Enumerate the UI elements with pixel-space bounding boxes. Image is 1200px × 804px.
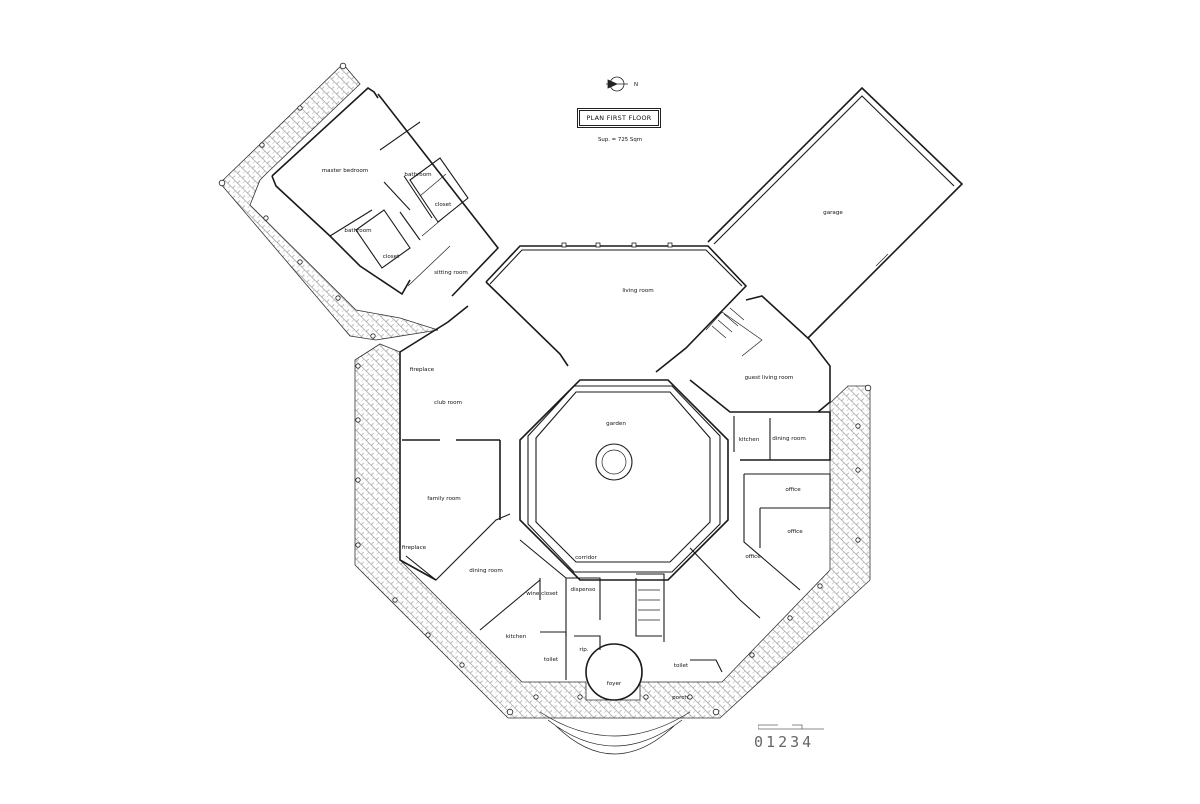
label-bathroom-lower: bathroom <box>344 228 371 234</box>
room-labels: master bedroom bathroom closet bathroom … <box>322 168 844 701</box>
label-garden: garden <box>606 421 626 427</box>
scale-2: 2 <box>778 733 791 751</box>
master-wing-walls <box>271 86 500 297</box>
label-closet-upper: closet <box>435 202 452 208</box>
north-label: N <box>634 82 639 88</box>
label-office-1: office <box>785 487 801 493</box>
label-sitting-room: sitting room <box>434 270 468 276</box>
label-dining-room-guest: dining room <box>772 436 806 442</box>
terrace-posts <box>218 62 872 716</box>
living-room-walls <box>485 242 748 373</box>
scale-bar-icon <box>758 724 824 730</box>
scale-4: 4 <box>802 733 815 751</box>
west-rooms-walls <box>399 305 511 581</box>
scale-0: 0 <box>754 733 767 751</box>
label-fireplace-club: fireplace <box>410 367 435 373</box>
guest-wing-walls <box>689 295 831 591</box>
label-kitchen: kitchen <box>506 634 527 640</box>
terrace-west-south <box>354 343 871 719</box>
south-rooms-walls <box>479 539 761 755</box>
garage-walls <box>707 86 964 339</box>
label-corridor: corridor <box>575 555 598 561</box>
label-garage: garage <box>823 210 843 216</box>
area-note: Sup. = 725 Sqm <box>597 137 642 143</box>
terrace-master-wing <box>219 63 439 341</box>
label-guest-living-room: guest living room <box>745 375 794 381</box>
label-closet-lower: closet <box>383 254 400 260</box>
label-toilet-left: toilet <box>544 657 559 663</box>
scale-numbers: 01234 <box>754 733 814 751</box>
label-wine-closet: wine closet <box>526 591 558 597</box>
label-office-3: office <box>745 554 761 560</box>
scale-3: 3 <box>790 733 803 751</box>
label-rip: rip. <box>579 647 588 653</box>
plan-title: PLAN FIRST FLOOR <box>579 110 659 126</box>
label-toilet-right: toilet <box>674 663 689 669</box>
label-bathroom-upper: bathroom <box>404 172 431 178</box>
label-dispenser: dispenso <box>571 587 596 593</box>
garden-octagon <box>519 379 729 581</box>
scale-1: 1 <box>766 733 779 751</box>
label-club-room: club room <box>434 400 462 406</box>
label-family-room: family room <box>427 496 461 502</box>
label-kitchen-guest: kitchen <box>739 437 760 443</box>
label-living-room: living room <box>622 288 653 294</box>
north-arrow-icon <box>606 76 628 92</box>
label-porch: porch <box>672 695 688 701</box>
label-master-bedroom: master bedroom <box>322 168 369 174</box>
label-foyer: foyer <box>607 681 622 687</box>
label-dining-room: dining room <box>469 568 503 574</box>
label-fireplace-family: fireplace <box>402 545 427 551</box>
label-office-2: office <box>787 529 803 535</box>
